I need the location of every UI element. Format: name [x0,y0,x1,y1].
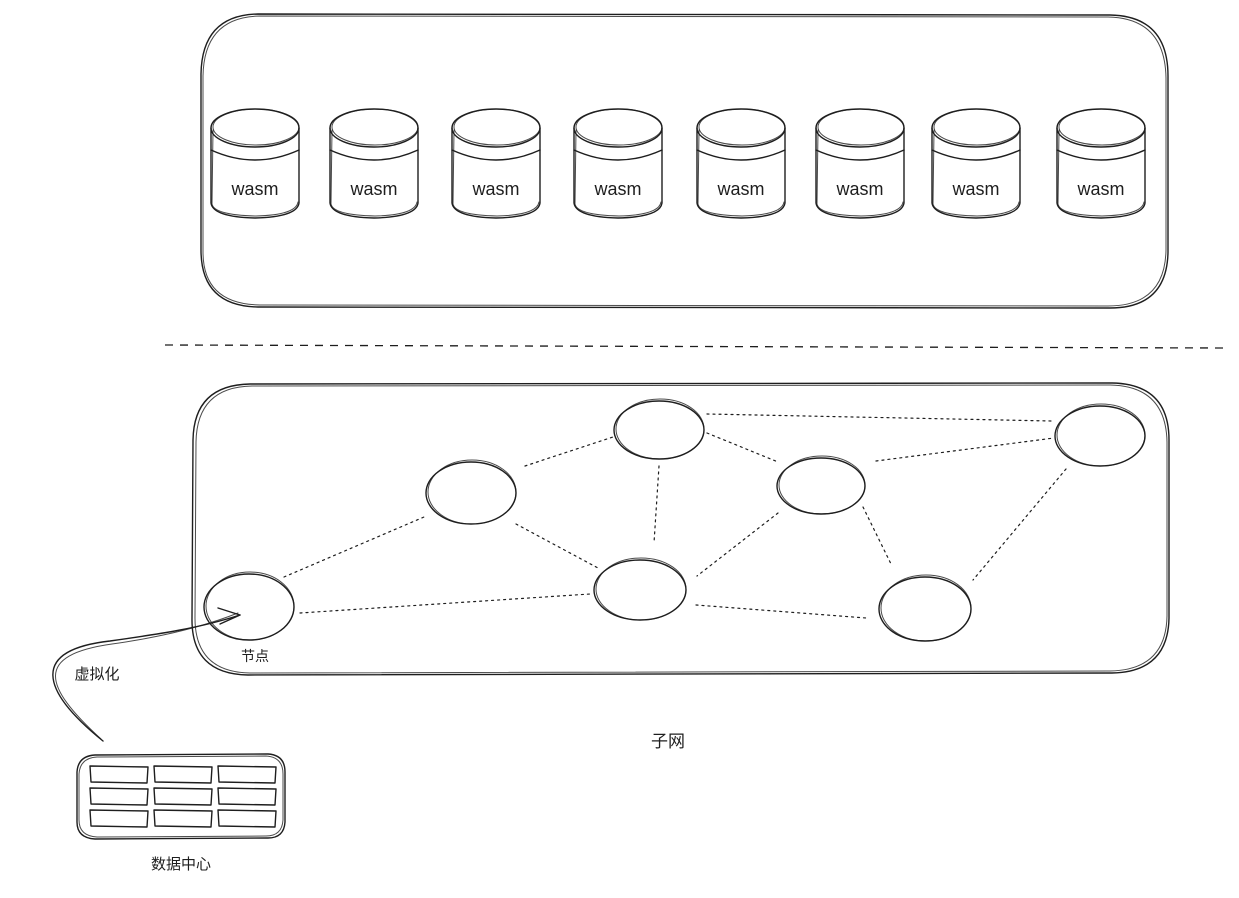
network-node [1054,403,1146,467]
network-nodes [203,398,1146,642]
network-node [776,455,866,515]
rack-cell [89,809,149,828]
network-node [593,557,687,621]
rack-cell [217,787,277,806]
subnet-container [191,382,1170,676]
connection [706,432,779,463]
wasm-label: wasm [471,179,519,199]
virtualize-arrow [52,607,241,742]
wasm-module: wasm [1056,108,1146,219]
wasm-label: wasm [951,179,999,199]
wasm-module: wasm [815,108,905,219]
wasm-label: wasm [593,179,641,199]
wasm-module: wasm [329,108,419,219]
connection [875,437,1055,462]
connection [706,413,1052,422]
rack-cell [153,765,213,784]
virtualize-label: 虚拟化 [74,666,119,683]
wasm-container [200,13,1169,309]
connection [299,593,591,614]
rack-cell [89,765,149,784]
connection [972,468,1067,581]
connection [653,465,660,544]
wasm-label: wasm [835,179,883,199]
connection [696,512,779,577]
wasm-module: wasm [210,108,300,219]
wasm-label: wasm [230,179,278,199]
node-connections [283,413,1067,619]
wasm-label: wasm [1076,179,1124,199]
connection [515,523,599,569]
rack-cell [153,787,213,806]
connection [524,436,614,467]
rack-cell [89,787,149,806]
wasm-label: wasm [349,179,397,199]
wasm-module: wasm [931,108,1021,219]
wasm-label: wasm [716,179,764,199]
node-label: 节点 [241,648,269,664]
connection [862,506,893,567]
rack-cell [153,809,213,828]
rack-grid [89,765,277,828]
network-node [878,574,972,642]
rack-cell [217,809,277,828]
wasm-module: wasm [573,108,663,219]
wasm-modules: wasm wasm wasm wasm wasm wasm wasm wasm [210,108,1146,219]
connection [283,516,425,578]
connection [695,604,867,619]
subnet-label: 子网 [651,732,685,751]
rack-cell [217,765,277,784]
network-node [203,571,295,641]
wasm-module: wasm [696,108,786,219]
network-node [425,459,517,525]
wasm-module: wasm [451,108,541,219]
network-node [613,398,705,460]
layer-separator [164,344,1226,349]
datacenter-icon [76,753,286,840]
datacenter-label: 数据中心 [151,856,211,873]
